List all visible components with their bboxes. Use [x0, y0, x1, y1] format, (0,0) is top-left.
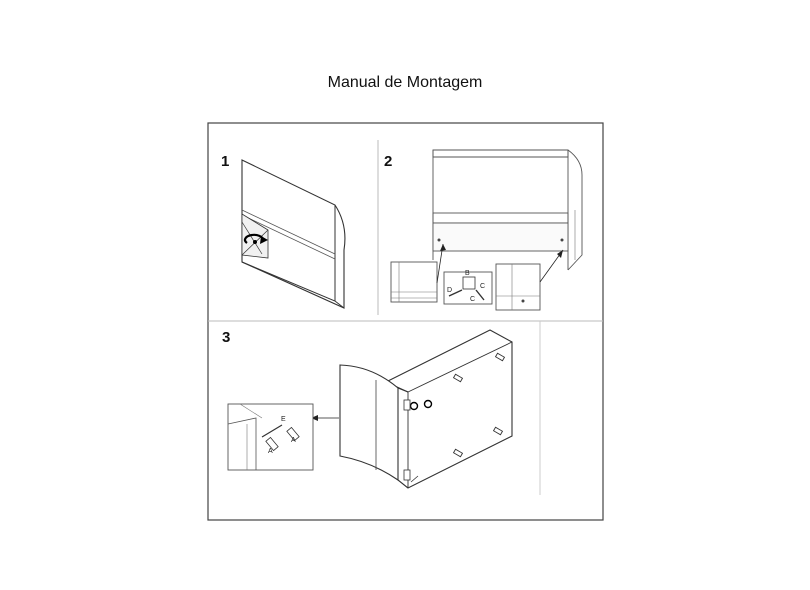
- part-label-e: E: [281, 416, 286, 423]
- step-3-panel: 3: [222, 329, 513, 489]
- manual-title: Manual de Montagem: [327, 74, 483, 91]
- part-label-a-right: A: [291, 437, 296, 444]
- step-2-number: 2: [384, 153, 392, 170]
- detail-left: [390, 261, 438, 303]
- step-2-panel: 2 B D C C: [384, 149, 583, 311]
- shelf-board: [432, 212, 569, 224]
- front-rail: [432, 222, 569, 252]
- rotate-arrow-icon: [243, 233, 268, 244]
- step-1-panel: 1: [221, 153, 346, 309]
- pointer-arrow-icon: [311, 415, 339, 421]
- part-label-c-lower: C: [470, 296, 475, 303]
- side-panel-front: [339, 364, 399, 482]
- part-label-a-left: A: [268, 448, 273, 455]
- part-label-c-upper: C: [480, 283, 485, 290]
- part-label-b: B: [465, 270, 470, 277]
- cam-locks: [403, 399, 433, 483]
- part-label-d: D: [447, 287, 452, 294]
- step-3-number: 3: [222, 329, 230, 346]
- step-1-number: 1: [221, 153, 229, 170]
- detail-right: [495, 263, 541, 311]
